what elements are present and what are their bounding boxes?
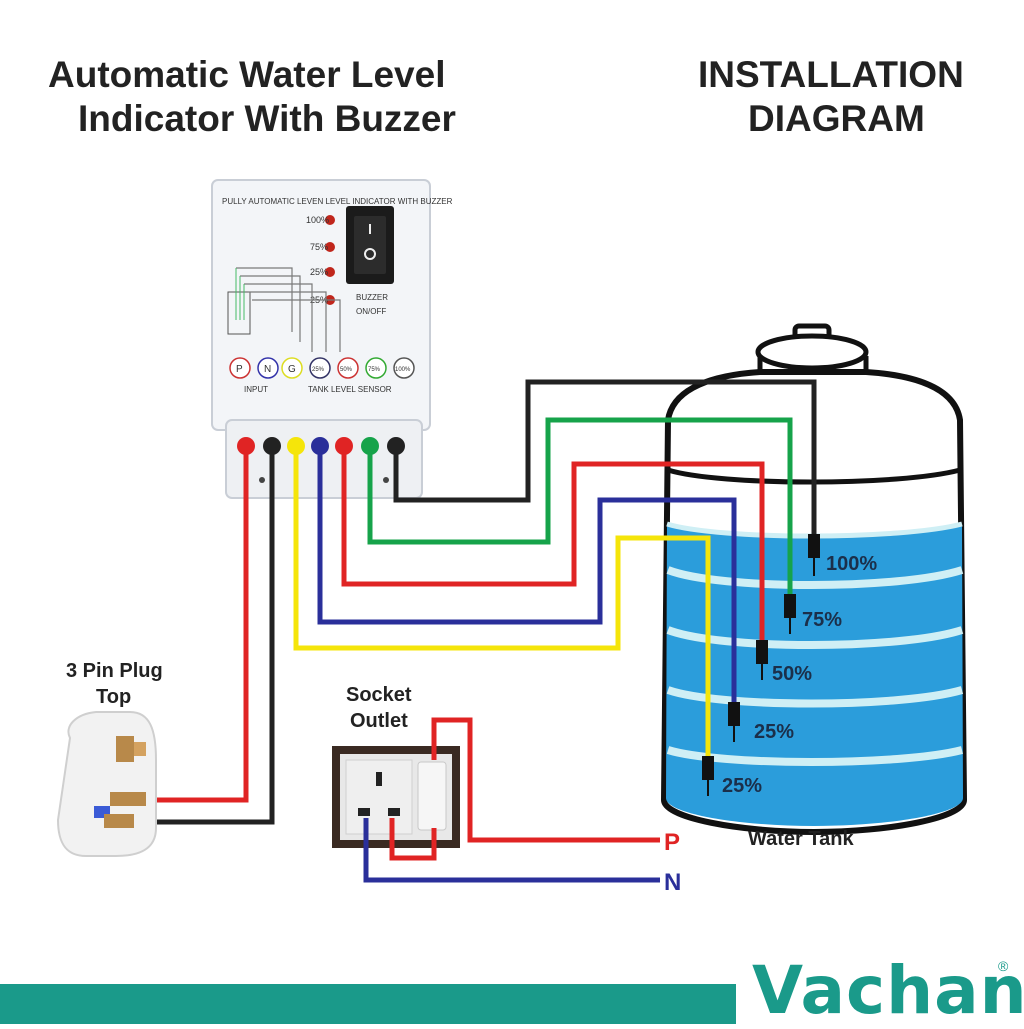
- wiring: [130, 379, 817, 825]
- probe-25-icon: [728, 702, 740, 726]
- terminal-screws: [237, 437, 405, 455]
- led-label-25: 25%: [310, 267, 328, 277]
- level-probes: [702, 534, 820, 796]
- switch-label-onoff: ON/OFF: [356, 307, 386, 316]
- phase-label: P: [664, 829, 680, 856]
- face-terminal-labels: P N G 25% 50% 75% 100%: [229, 357, 415, 379]
- probe-50-icon: [756, 640, 768, 664]
- neutral-label: N: [664, 869, 681, 896]
- probe-75-icon: [784, 594, 796, 618]
- tank-lid: [755, 333, 869, 371]
- device-top-text: PULLY AUTOMATIC LEVEN LEVEL INDICATOR WI…: [222, 197, 453, 206]
- tank-level-25b: 25%: [722, 775, 762, 797]
- switch-label-buzzer: BUZZER: [356, 293, 388, 302]
- input-label: INPUT: [244, 385, 268, 394]
- probe-25b-icon: [702, 756, 714, 780]
- wire-socket-phase: [431, 717, 660, 843]
- led-label-75: 75%: [310, 242, 328, 252]
- tank-level-50: 50%: [772, 663, 812, 685]
- terminal-100: 100%: [395, 367, 411, 373]
- wire-blue-25: [317, 448, 737, 708]
- terminal-g: G: [288, 364, 296, 375]
- wire-black-plug: [130, 448, 275, 825]
- tank-level-100: 100%: [826, 553, 877, 575]
- wire-yellow-25b: [293, 448, 711, 762]
- tank-level-75: 75%: [802, 609, 842, 631]
- terminal-75: 75%: [368, 367, 381, 373]
- footer-bar: [0, 984, 736, 1024]
- sensor-label: TANK LEVEL SENSOR: [308, 385, 392, 394]
- tank-water: [666, 524, 963, 826]
- wire-red-50: [341, 448, 765, 646]
- diagram-title-line2: DIAGRAM: [748, 98, 925, 139]
- tank-label: Water Tank: [748, 828, 854, 850]
- led-25-icon: [325, 267, 335, 277]
- registered-mark: ®: [998, 958, 1009, 974]
- probe-100-icon: [808, 534, 820, 558]
- tank-schematic-icon: [227, 267, 341, 352]
- product-title-line1: Automatic Water Level: [48, 54, 446, 95]
- socket-label-2: Outlet: [350, 710, 408, 732]
- plug-label: 3 Pin Plug: [66, 660, 163, 682]
- tank-level-25: 25%: [754, 721, 794, 743]
- wire-socket-neutral: [363, 818, 660, 883]
- wire-black-100: [393, 379, 817, 540]
- terminal-25: 25%: [312, 367, 325, 373]
- led-label-100: 100%: [306, 215, 329, 225]
- socket-outlet: [332, 717, 660, 883]
- led-75-icon: [325, 242, 335, 252]
- diagram-title-line1: INSTALLATION: [698, 54, 964, 95]
- wire-red-plug: [148, 448, 249, 803]
- terminal-50: 50%: [340, 367, 353, 373]
- led-100-icon: [325, 215, 335, 225]
- terminal-n: N: [264, 364, 271, 375]
- socket-face-icon: [345, 759, 413, 835]
- socket-label: Socket: [346, 684, 412, 706]
- terminal-p: P: [236, 364, 243, 375]
- three-pin-plug-icon: [56, 711, 157, 857]
- wire-green-75: [367, 417, 793, 600]
- socket-switch[interactable]: [417, 761, 447, 831]
- plug-label-2: Top: [96, 686, 132, 708]
- product-title-line2: Indicator With Buzzer: [78, 98, 456, 139]
- controller-device: PULLY AUTOMATIC LEVEN LEVEL INDICATOR WI…: [211, 179, 453, 499]
- brand-logo: Vachan: [752, 952, 1024, 1029]
- device-terminal-block: [225, 419, 423, 499]
